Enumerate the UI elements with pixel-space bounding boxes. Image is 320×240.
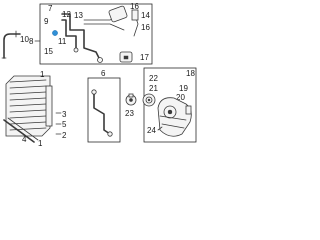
callout-6: 6 [101,69,106,78]
pipe-assembly [61,5,139,63]
pipe-6 [91,89,113,137]
callout-5: 5 [62,120,67,129]
callout-12: 12 [62,10,71,19]
diagram-canvas: 10 8 7 9 12 13 11 15 16 16 14 17 1 3 5 2… [1,2,197,147]
hose-left [1,30,21,59]
callout-9: 9 [44,17,49,26]
bracket-4 [3,119,35,143]
upper-assembly-box [39,3,153,65]
callout-24: 24 [147,126,156,135]
condenser [5,75,53,137]
compressor [157,97,192,137]
callout-17: 17 [140,53,149,62]
dryer-filter [108,5,128,23]
callout-3: 3 [62,110,67,119]
callout-22: 22 [149,74,158,83]
clutch-pulley [142,93,156,107]
compressor-box [143,67,197,143]
callout-1b: 1 [38,139,43,147]
callout-2: 2 [62,131,67,140]
callout-8: 8 [29,37,34,46]
pipe-6-box [87,77,121,143]
sensor-17 [119,51,133,63]
callout-23: 23 [125,109,134,118]
callout-19: 19 [179,84,188,93]
callout-4: 4 [22,135,27,144]
callout-11: 11 [58,37,67,46]
callout-10: 10 [20,35,29,44]
callout-16a: 16 [130,2,139,11]
callout-18: 18 [186,69,195,78]
callout-7: 7 [48,4,53,13]
callout-20: 20 [176,93,185,102]
parts-diagram: 10 8 7 9 12 13 11 15 16 16 14 17 1 3 5 2… [0,0,200,147]
valve-23 [125,93,137,106]
callout-13: 13 [74,11,83,20]
callout-16b: 16 [141,23,150,32]
callout-15: 15 [44,47,53,56]
callout-14: 14 [141,11,150,20]
highlighted-part-marker [52,30,58,36]
valve-part [131,9,139,21]
callout-21: 21 [149,84,158,93]
callout-1a: 1 [40,70,45,79]
